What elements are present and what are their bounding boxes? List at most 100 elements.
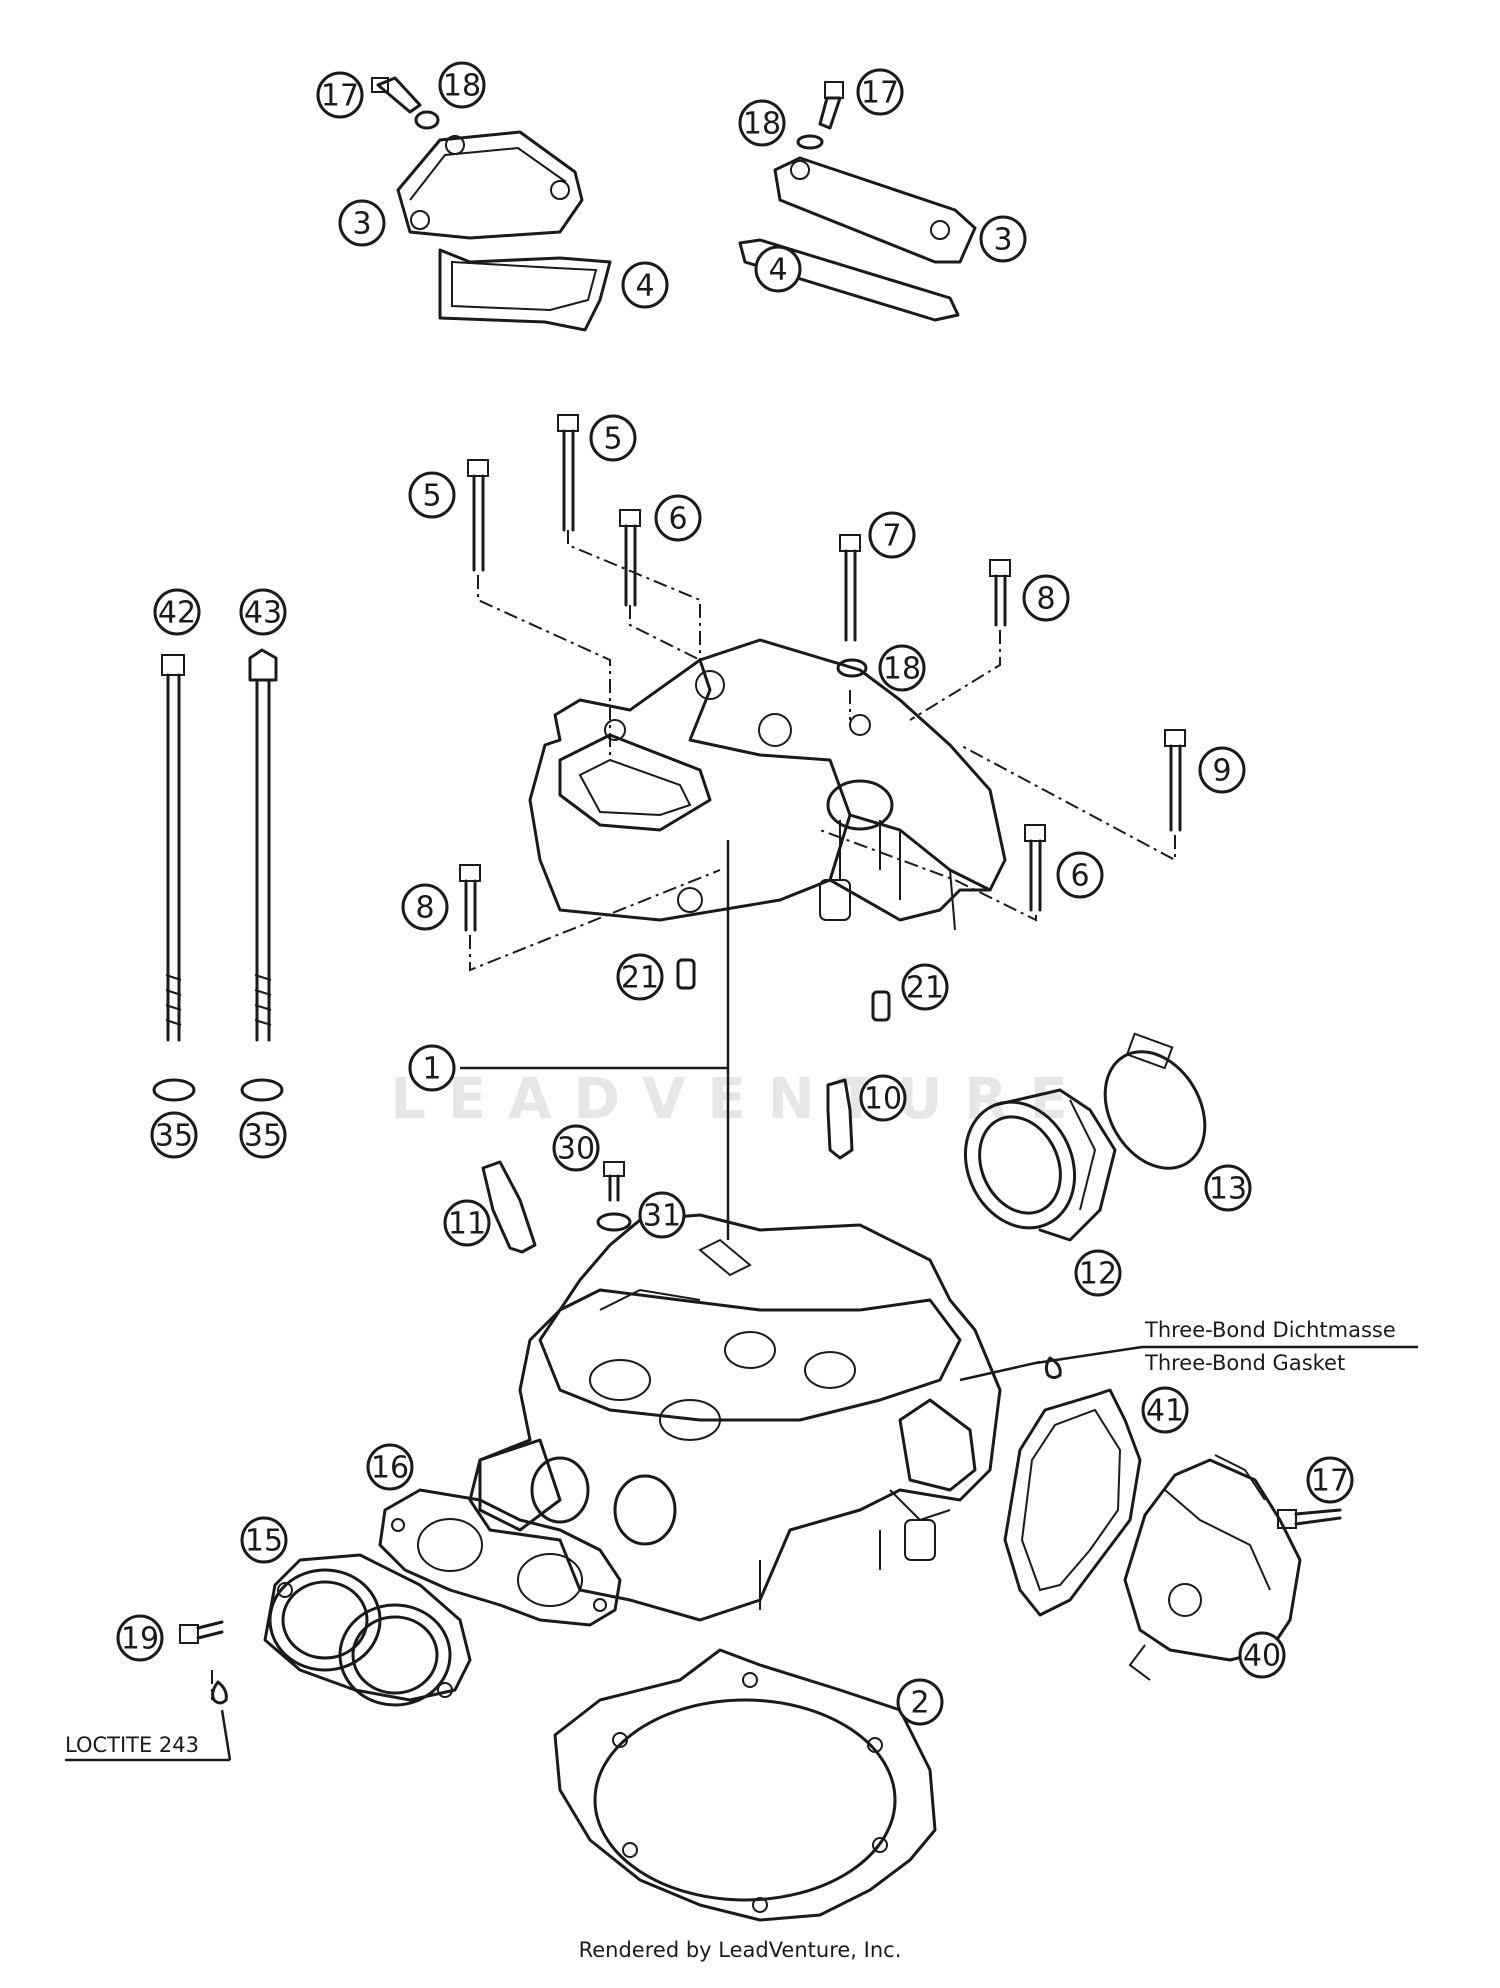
callout-label: 17 (1311, 1464, 1349, 1499)
callout-7: 7 (868, 511, 916, 559)
exhaust-gasket (378, 1488, 622, 1627)
loctite-drop (211, 1680, 228, 1705)
exhaust-flange (263, 1553, 472, 1707)
washer-18-top-left (414, 110, 440, 130)
callout-6-right: 6 (1056, 851, 1104, 899)
hose-clamp (1103, 1032, 1207, 1170)
callout-label: 35 (244, 1119, 282, 1154)
valve-guide-10 (826, 1078, 854, 1160)
callout-label: 12 (1079, 1257, 1117, 1292)
callout-label: 9 (1212, 754, 1231, 789)
bolt-30 (603, 1161, 625, 1202)
washer-31 (596, 1212, 632, 1232)
callout-4-right: 4 (754, 245, 802, 293)
callout-label: 18 (443, 69, 481, 104)
bolt-7 (839, 534, 861, 642)
callout-18-top-left: 18 (438, 61, 486, 109)
callout-21-left: 21 (616, 953, 664, 1001)
callout-43: 43 (239, 588, 287, 636)
callout-17-water-pump: 17 (1306, 1456, 1354, 1504)
callout-label: 8 (415, 891, 434, 926)
camshaft-housing (528, 638, 1007, 931)
bolt-5-left (467, 459, 489, 572)
callout-label: 21 (906, 971, 944, 1006)
callout-8-left: 8 (401, 883, 449, 931)
callout-18-top-right: 18 (738, 99, 786, 147)
bolt-9 (1164, 729, 1186, 832)
callout-label: 4 (635, 269, 654, 304)
washer-35-left (152, 1078, 196, 1102)
callout-label: 15 (245, 1524, 283, 1559)
callout-17-top-left: 17 (316, 71, 364, 119)
bolt-6-right (1024, 824, 1046, 912)
stud-42 (161, 654, 185, 1042)
callout-label: 17 (321, 79, 359, 114)
callout-1: 1 (408, 1044, 456, 1092)
callout-label: 40 (1243, 1639, 1281, 1674)
callout-label: 30 (557, 1132, 595, 1167)
stud-43 (248, 648, 278, 1042)
intake-rubber (963, 1088, 1117, 1242)
callout-label: 4 (768, 253, 787, 288)
loctite-note: LOCTITE 243 (65, 1733, 199, 1757)
callout-19: 19 (116, 1614, 164, 1662)
callout-35-right: 35 (239, 1111, 287, 1159)
callout-label: 41 (1146, 1394, 1184, 1429)
callout-label: 6 (1070, 859, 1089, 894)
water-pump-cover (1123, 1454, 1302, 1681)
callout-label: 10 (864, 1082, 902, 1117)
callout-18-center: 18 (878, 644, 926, 692)
bolt-17-top-right (818, 81, 844, 130)
water-pump-gasket (1003, 1388, 1142, 1617)
gasket-note-english: Three-Bond Gasket (1144, 1351, 1345, 1375)
callout-10: 10 (859, 1074, 907, 1122)
head-gasket (553, 1648, 937, 1922)
valve-cover-gasket-right (738, 238, 960, 322)
watermark-text: LEADVENTURE (390, 1067, 1089, 1132)
valve-cover-left (396, 130, 584, 240)
bolt-8-right (989, 559, 1011, 627)
callout-9: 9 (1198, 746, 1246, 794)
callout-label: 2 (910, 1686, 929, 1721)
callout-label: 43 (244, 596, 282, 631)
callout-40: 40 (1238, 1631, 1286, 1679)
washer-18-center (836, 658, 868, 678)
callout-label: 6 (668, 502, 687, 537)
callout-label: 11 (448, 1207, 486, 1242)
callout-42: 42 (153, 588, 201, 636)
callout-label: 21 (621, 961, 659, 996)
callout-label: 1 (422, 1052, 441, 1087)
callout-5-center: 5 (589, 414, 637, 462)
callout-21-right: 21 (901, 963, 949, 1011)
callout-label: 7 (882, 519, 901, 554)
assembly-lines (211, 530, 1176, 1700)
sealant-drop (1044, 1356, 1062, 1379)
bolt-17-water-pump (1277, 1508, 1342, 1529)
callout-label: 17 (861, 76, 899, 111)
callout-35-left: 35 (150, 1111, 198, 1159)
callout-label: 16 (371, 1451, 409, 1486)
callout-label: 18 (883, 652, 921, 687)
callout-4-left: 4 (621, 261, 669, 309)
callout-16: 16 (366, 1443, 414, 1491)
bolt-6-center (619, 509, 641, 607)
callout-17-top-right: 17 (856, 68, 904, 116)
callout-30: 30 (552, 1124, 600, 1172)
gasket-note-german: Three-Bond Dichtmasse (1144, 1318, 1396, 1342)
valve-cover-gasket-left (438, 248, 612, 332)
callout-label: 42 (158, 596, 196, 631)
bolt-8-left (459, 864, 481, 932)
valve-guide-11 (481, 1160, 537, 1254)
footer-credit: Rendered by LeadVenture, Inc. (579, 1938, 902, 1962)
callout-41: 41 (1141, 1386, 1189, 1434)
callout-5-left: 5 (408, 471, 456, 519)
callout-11: 11 (443, 1199, 491, 1247)
callout-label: 13 (1209, 1172, 1247, 1207)
bolt-5-center (557, 414, 579, 532)
callout-label: 8 (1036, 582, 1055, 617)
bolt-17-top-left (371, 76, 422, 114)
leader-lines (65, 840, 1418, 1762)
callout-label: 5 (422, 479, 441, 514)
washer-35-right (240, 1078, 284, 1102)
